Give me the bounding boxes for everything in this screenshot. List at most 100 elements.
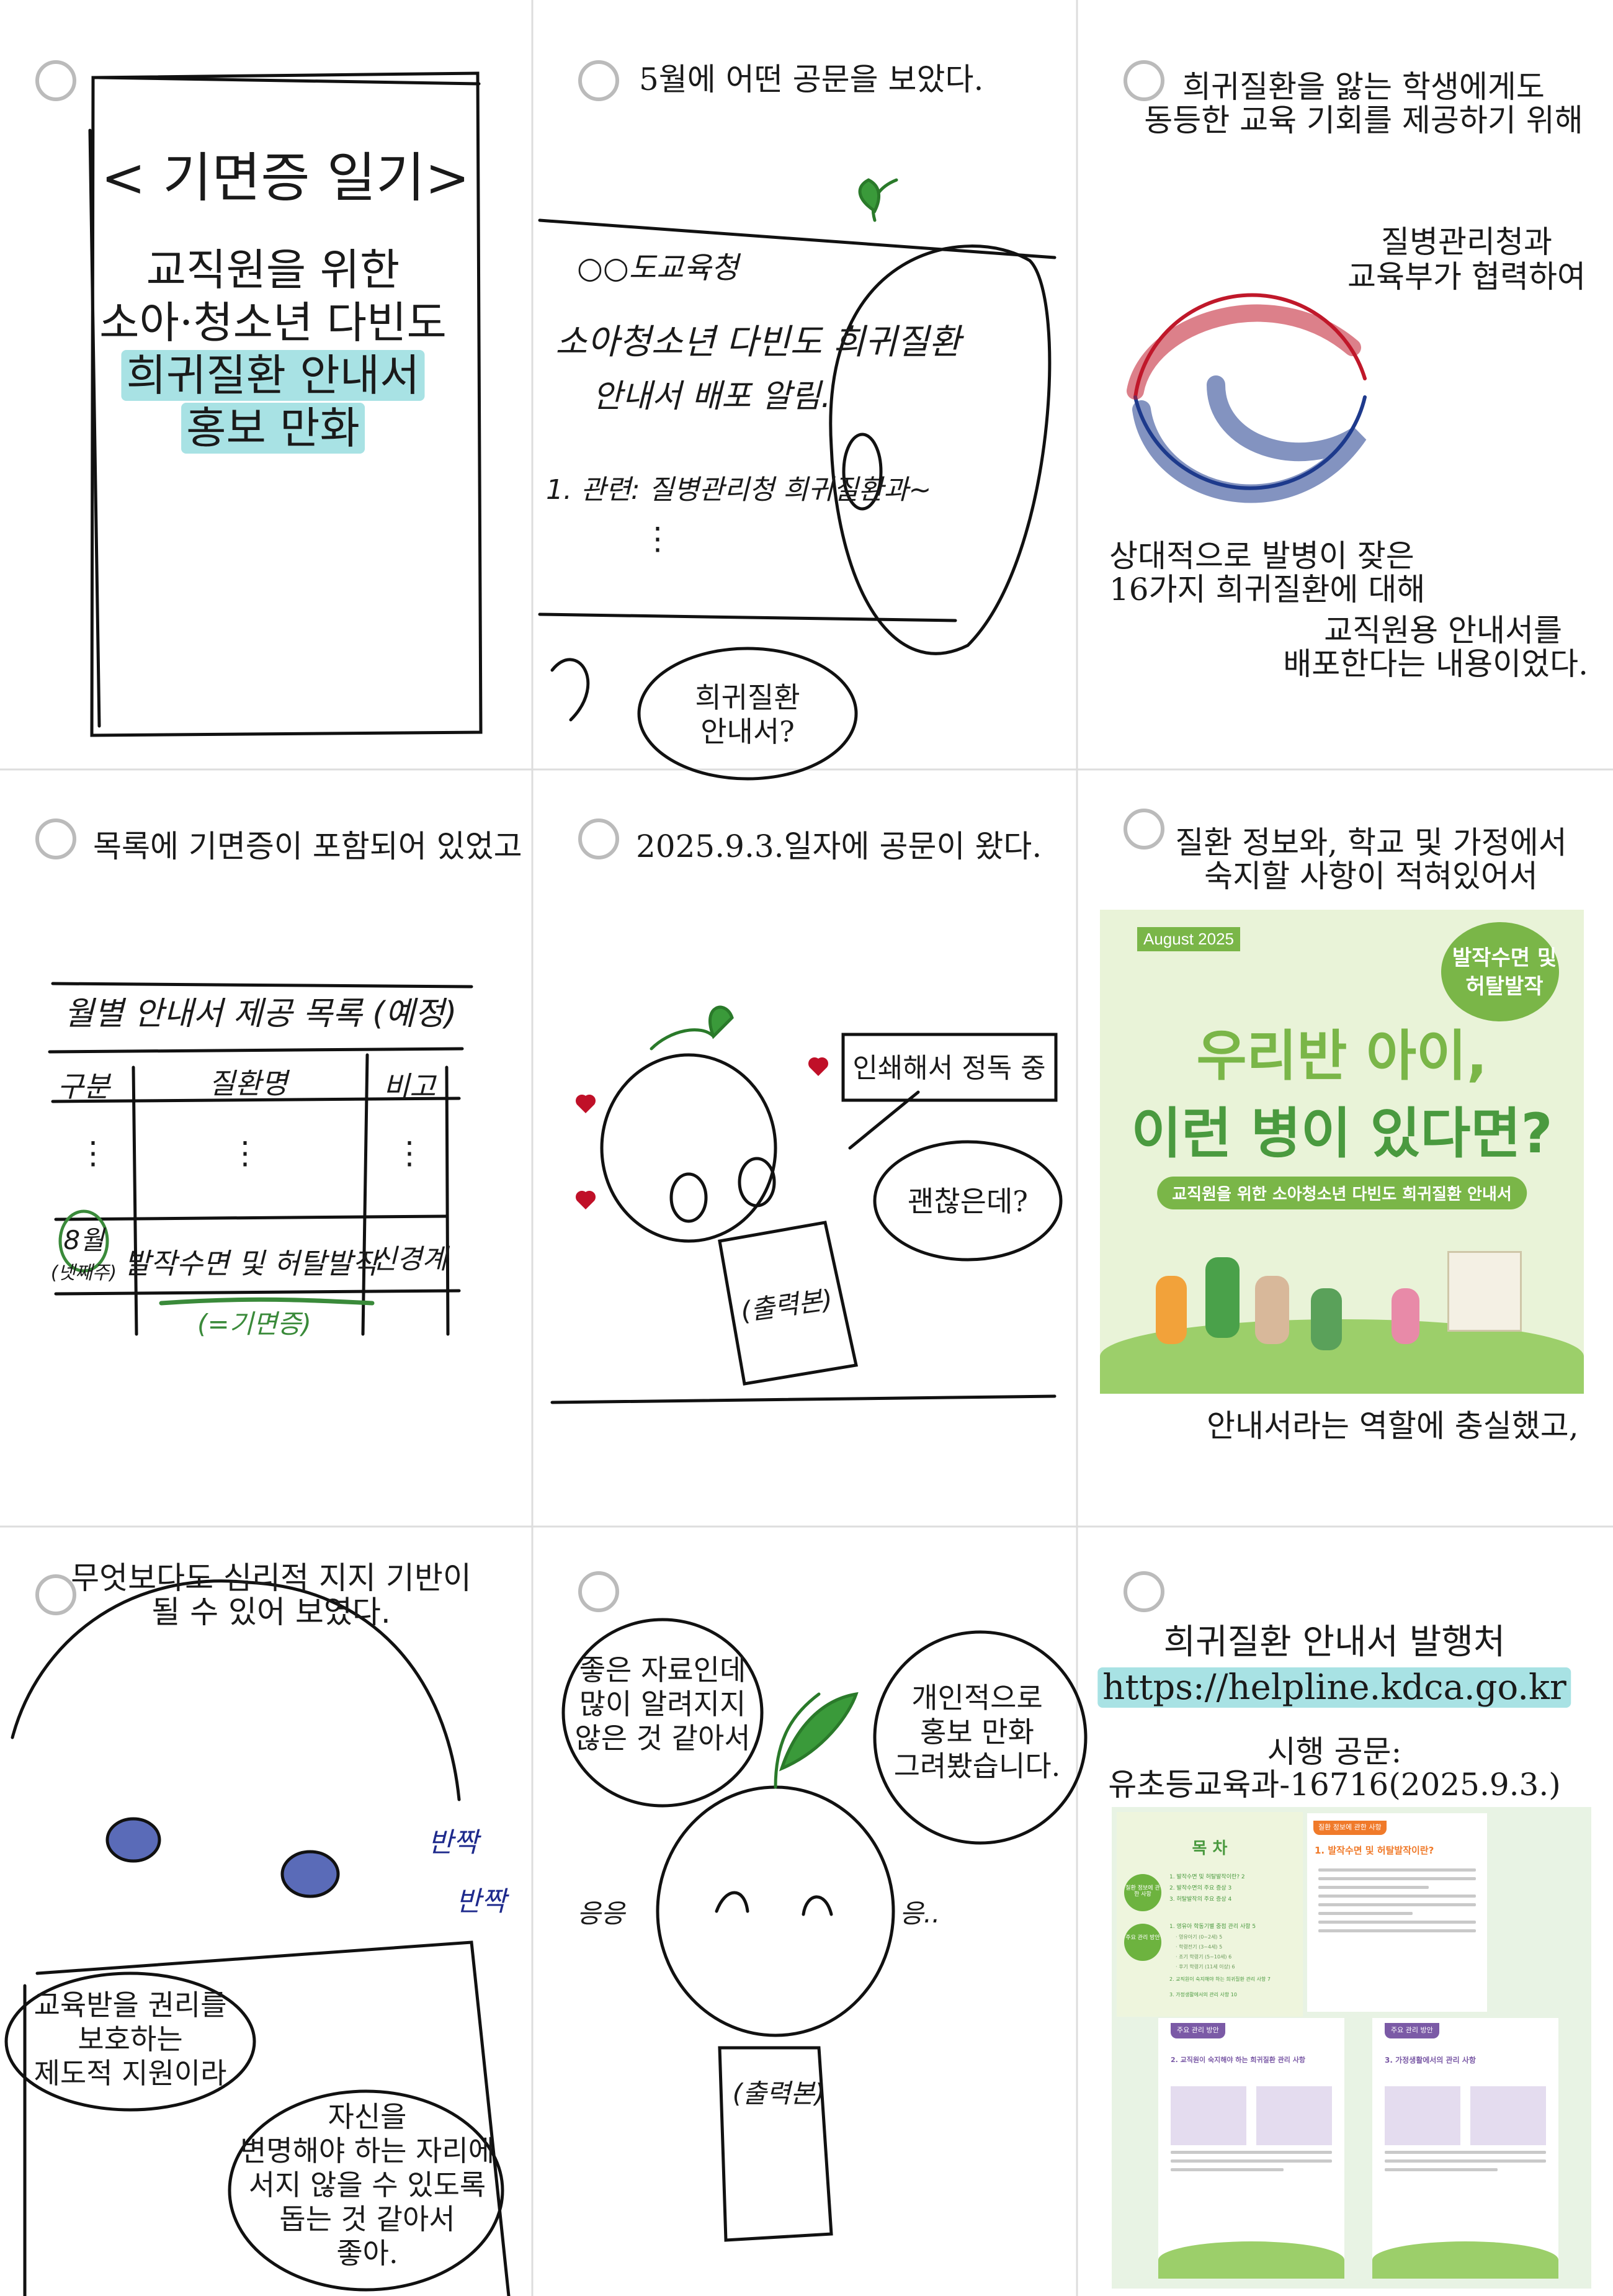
toc-badge: 주요 관리 방안 bbox=[1124, 1924, 1161, 1961]
toc-item: 3. 가정생활에서의 관리 사항 10 bbox=[1169, 1992, 1237, 1998]
panel3-text-3: 교직원용 안내서를 bbox=[1324, 612, 1562, 648]
poster-headline-1: 우리반 아이, bbox=[1196, 1024, 1488, 1088]
row-note: 신경계 bbox=[372, 1244, 447, 1275]
table-ellipsis: ⋮ bbox=[78, 1135, 109, 1171]
toc-item: · 학령전기 (3~4세) 5 bbox=[1176, 1944, 1223, 1950]
bubble-right-1: 개인적으로 bbox=[911, 1681, 1043, 1715]
bubble-line-1: 희귀질환 bbox=[695, 681, 800, 714]
bubble2-line-3: 서지 않을 수 있도록 bbox=[248, 2168, 486, 2202]
binder-ring-icons bbox=[35, 60, 1164, 1615]
management-page: 주요 관리 방안 2. 교직원이 숙지해야 하는 희귀질환 관리 사항 bbox=[1158, 2018, 1344, 2279]
collab-line-1: 질병관리청과 bbox=[1381, 224, 1552, 260]
panel3-caption-1: 희귀질환을 앓는 학생에게도 bbox=[1182, 69, 1545, 105]
bubble2-line-4: 돕는 것 같아서 bbox=[279, 2202, 455, 2236]
panel7-caption-2: 될 수 있어 보였다. bbox=[151, 1594, 391, 1630]
bubble-left-3: 않은 것 같아서 bbox=[574, 1721, 751, 1755]
sparkle-text-2: 반짝 bbox=[456, 1886, 506, 1917]
panel3-caption-2: 동등한 교육 기회를 제공하기 위해 bbox=[1144, 102, 1583, 138]
heart-icons bbox=[576, 1057, 828, 1209]
panel6-caption-1: 질환 정보와, 학교 및 가정에서 bbox=[1175, 825, 1567, 861]
paper-label: (출력본) bbox=[732, 2078, 825, 2109]
page-title: 2. 교직원이 숙지해야 하는 희귀질환 관리 사항 bbox=[1171, 2056, 1305, 2064]
guide-cover-poster: August 2025 발작수면 및 허탈발작 우리반 아이, 이런 병이 있다… bbox=[1100, 910, 1584, 1394]
row-month: 8월 bbox=[63, 1225, 104, 1255]
panel3-text-4: 배포한다는 내용이었다. bbox=[1283, 646, 1588, 682]
poster-children-illustration bbox=[1100, 1232, 1584, 1394]
toc-item: 2. 발작수면의 주요 증상 3 bbox=[1169, 1885, 1232, 1891]
panel3-text-2: 16가지 희귀질환에 대해 bbox=[1109, 572, 1426, 608]
reading-box-text: 인쇄해서 정독 중 bbox=[852, 1052, 1046, 1084]
speech-bubble bbox=[873, 1630, 1088, 1845]
toc-title: 목 차 bbox=[1192, 1839, 1228, 1858]
bubble-line-2: 안내서? bbox=[700, 715, 795, 748]
publisher-heading: 희귀질환 안내서 발행처 bbox=[1163, 1622, 1506, 1662]
speech-bubble bbox=[228, 2089, 504, 2292]
bubble1-line-3: 제도적 지원이라 bbox=[34, 2056, 227, 2090]
bubble-text: 괜찮은데? bbox=[908, 1185, 1028, 1218]
memo-sender: ○○도교육청 bbox=[577, 251, 739, 285]
publisher-url-link[interactable]: https://helpline.kdca.go.kr bbox=[1097, 1667, 1571, 1708]
bubble-right-2: 홍보 만화 bbox=[920, 1715, 1034, 1749]
taegeuk-emblem bbox=[1127, 293, 1367, 503]
panel7-caption-1: 무엇보다도 심리적 지지 기반이 bbox=[71, 1560, 471, 1596]
monitor-drawing bbox=[538, 218, 1057, 722]
info-page: 질환 정보에 관한 사항 1. 발작수면 및 허탈발작이란? bbox=[1307, 1813, 1487, 2012]
row-disease: 발작수면 및 허탈발작 bbox=[123, 1247, 379, 1280]
poster-badge-1: 발작수면 및 bbox=[1452, 946, 1557, 971]
diary-title: < 기면증 일기> bbox=[101, 147, 470, 209]
row-annotation: (=기면증) bbox=[197, 1309, 311, 1339]
panel4-caption: 목록에 기면증이 포함되어 있었고 bbox=[93, 828, 522, 864]
table-header-category: 구분 bbox=[57, 1070, 110, 1103]
guide-booklet-pages: 목 차 질환 정보에 관한 사항 1. 발작수면 및 허탈발작이란? 2 2. … bbox=[1112, 1807, 1591, 2289]
bubble2-line-2: 변명해야 하는 자리에 bbox=[239, 2134, 495, 2168]
speech-bubble bbox=[4, 1971, 256, 2112]
page-title: 3. 가정생활에서의 관리 사항 bbox=[1385, 2056, 1476, 2065]
cover-subtitle-1: 교직원을 위한 bbox=[146, 244, 400, 295]
bubble1-line-2: 보호하는 bbox=[78, 2022, 183, 2056]
table-ellipsis: ⋮ bbox=[230, 1135, 261, 1171]
memo-ellipsis: ⋮ bbox=[642, 521, 673, 557]
memo-title-1: 소아청소년 다빈도 희귀질환 bbox=[555, 322, 961, 362]
sparkle-text-1: 반짝 bbox=[428, 1827, 478, 1859]
collab-line-2: 교육부가 협력하여 bbox=[1347, 259, 1586, 295]
page-tab: 주요 관리 방안 bbox=[1171, 2023, 1225, 2038]
bubble-left-1: 좋은 자료인데 bbox=[579, 1653, 746, 1687]
page-tab: 질환 정보에 관한 사항 bbox=[1313, 1821, 1387, 1835]
speech-bubble bbox=[873, 1140, 1063, 1262]
speech-bubble bbox=[561, 1618, 764, 1808]
sound-effect-left: 응응 bbox=[577, 1898, 625, 1929]
poster-headline-2: 이런 병이 있다면? bbox=[1131, 1101, 1553, 1165]
bubble-right-3: 그려봤습니다. bbox=[893, 1749, 1061, 1783]
panel2-caption: 5월에 어떤 공문을 보았다. bbox=[639, 61, 984, 97]
bubble2-line-5: 좋아. bbox=[336, 2236, 398, 2270]
toc-item: 3. 허탈발작의 주요 증상 4 bbox=[1169, 1896, 1232, 1903]
page-tab: 주요 관리 방안 bbox=[1385, 2023, 1439, 2038]
toc-page: 목 차 질환 정보에 관한 사항 1. 발작수면 및 허탈발작이란? 2 2. … bbox=[1117, 1812, 1303, 2017]
panel6-caption-2: 숙지할 사항이 적혀있어서 bbox=[1204, 858, 1538, 894]
toc-badge: 질환 정보에 관한 사항 bbox=[1124, 1874, 1161, 1911]
table-title: 월별 안내서 제공 목록 (예정) bbox=[64, 995, 457, 1033]
toc-item: · 영유아기 (0~2세) 5 bbox=[1176, 1934, 1223, 1940]
toc-item: 1. 영유아 학동기별 중점 관리 사항 5 bbox=[1169, 1924, 1256, 1930]
table-header-note: 비고 bbox=[383, 1070, 436, 1103]
sprout-character-head bbox=[829, 178, 1052, 655]
poster-tagline: 교직원을 위한 소아청소년 다빈도 희귀질환 안내서 bbox=[1157, 1177, 1527, 1209]
caption-box bbox=[841, 1033, 1058, 1102]
memo-reference: 1. 관련: 질병관리청 희귀질환과~ bbox=[546, 474, 932, 506]
toc-item: 1. 발작수면 및 허탈발작이란? 2 bbox=[1169, 1874, 1245, 1880]
handwritten-table bbox=[48, 982, 473, 1336]
home-care-page: 주요 관리 방안 3. 가정생활에서의 관리 사항 bbox=[1372, 2018, 1558, 2279]
poster-badge-2: 허탈발작 bbox=[1465, 974, 1544, 999]
sparkling-eyed-character bbox=[11, 1579, 511, 2296]
bubble2-line-1: 자신을 bbox=[328, 2100, 407, 2133]
cover-highlight-2: 홍보 만화 bbox=[181, 403, 365, 454]
panel6-bottom-caption: 안내서라는 역할에 충실했고, bbox=[1207, 1408, 1579, 1444]
sound-effect-right: 응.. bbox=[900, 1898, 941, 1929]
bubble-left-2: 많이 알려지지 bbox=[579, 1687, 746, 1721]
poster-date: August 2025 bbox=[1137, 927, 1241, 951]
memo-title-2: 안내서 배포 알림. bbox=[592, 378, 831, 415]
cover-subtitle-2: 소아·청소년 다빈도 bbox=[99, 297, 447, 348]
row-week: (넷째주) bbox=[50, 1262, 117, 1284]
panel3-text-1: 상대적으로 발병이 잦은 bbox=[1109, 538, 1414, 574]
